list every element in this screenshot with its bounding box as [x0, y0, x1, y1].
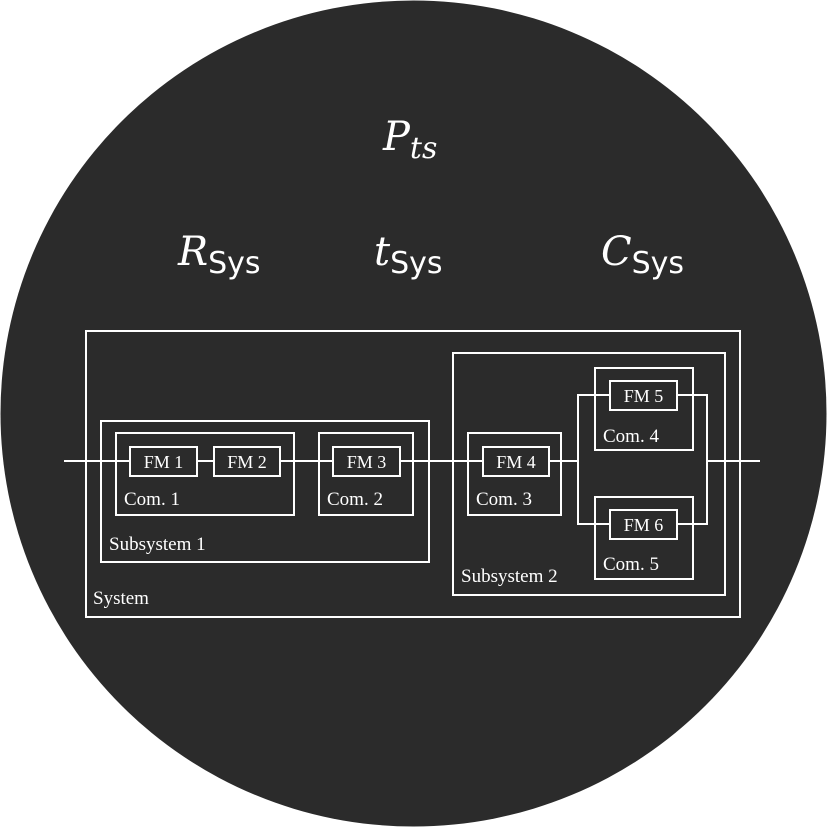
- com-5-box: [594, 496, 694, 580]
- com-5-label: Com. 5: [603, 554, 659, 575]
- fm-1-box: [129, 446, 198, 477]
- fm-3-label: FM 3: [347, 452, 387, 472]
- symbol-tsys-sub: Sys: [390, 246, 442, 281]
- system-label: System: [93, 588, 149, 609]
- subsystem-2-box: [452, 352, 726, 596]
- subsystem-1-label: Subsystem 1: [109, 534, 206, 555]
- symbol-tsys-base: t: [374, 229, 391, 275]
- fm-4-box: [482, 446, 550, 477]
- wire-split-upper: [577, 394, 610, 461]
- com-4-box: [594, 367, 694, 451]
- fm-1-label: FM 1: [144, 452, 184, 472]
- symbol-rsys-base: R: [177, 229, 208, 275]
- com-2-label: Com. 2: [327, 489, 383, 510]
- fm-4-label: FM 4: [496, 452, 536, 472]
- wire-split-lower: [577, 461, 610, 525]
- subsystem-2-label: Subsystem 2: [461, 566, 558, 587]
- symbol-pts: Pts: [382, 114, 437, 166]
- symbol-pts-sub: ts: [410, 131, 437, 166]
- com-2-box: [318, 432, 414, 516]
- symbol-rsys-sub: Sys: [208, 246, 260, 281]
- symbol-csys: CSys: [601, 229, 684, 281]
- symbol-pts-base: P: [382, 114, 411, 160]
- fm-5-box: [609, 380, 678, 411]
- fm-2-label: FM 2: [227, 452, 267, 472]
- symbol-tsys: tSys: [374, 229, 443, 281]
- subsystem-1-box: [100, 420, 430, 563]
- wire-join-lower: [677, 461, 708, 525]
- system-box: [85, 330, 741, 618]
- fm-2-box: [213, 446, 281, 477]
- fm-6-label: FM 6: [624, 515, 664, 535]
- fm-5-label: FM 5: [624, 386, 664, 406]
- com-3-label: Com. 3: [476, 489, 532, 510]
- com-1-label: Com. 1: [124, 489, 180, 510]
- fm-6-box: [609, 509, 678, 540]
- wire-join-upper: [677, 394, 708, 461]
- fm-3-box: [332, 446, 401, 477]
- symbol-csys-base: C: [601, 229, 632, 275]
- symbol-rsys: RSys: [177, 229, 261, 281]
- com-4-label: Com. 4: [603, 426, 659, 447]
- symbol-csys-sub: Sys: [632, 246, 684, 281]
- com-1-box: [115, 432, 295, 516]
- com-3-box: [467, 432, 562, 516]
